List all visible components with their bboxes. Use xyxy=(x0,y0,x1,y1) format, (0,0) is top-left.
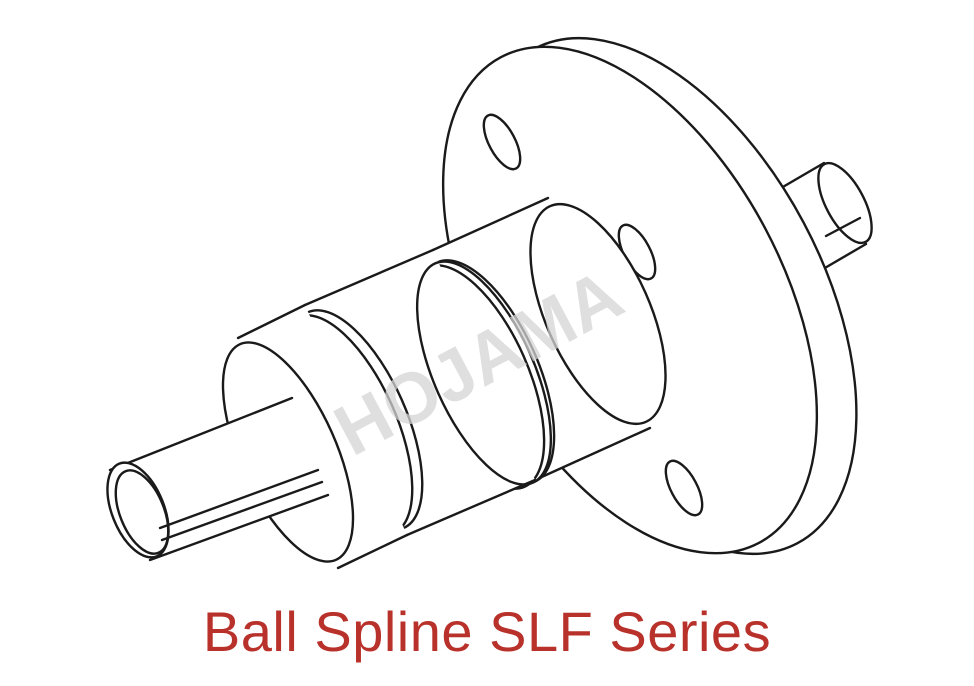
bolt-hole-bottom xyxy=(664,459,704,517)
figure-caption: Ball Spline SLF Series xyxy=(202,600,772,663)
ball-spline-drawing: HOJAMA xyxy=(106,36,873,570)
bolt-hole-top xyxy=(482,113,522,171)
front-shaft xyxy=(106,396,330,562)
